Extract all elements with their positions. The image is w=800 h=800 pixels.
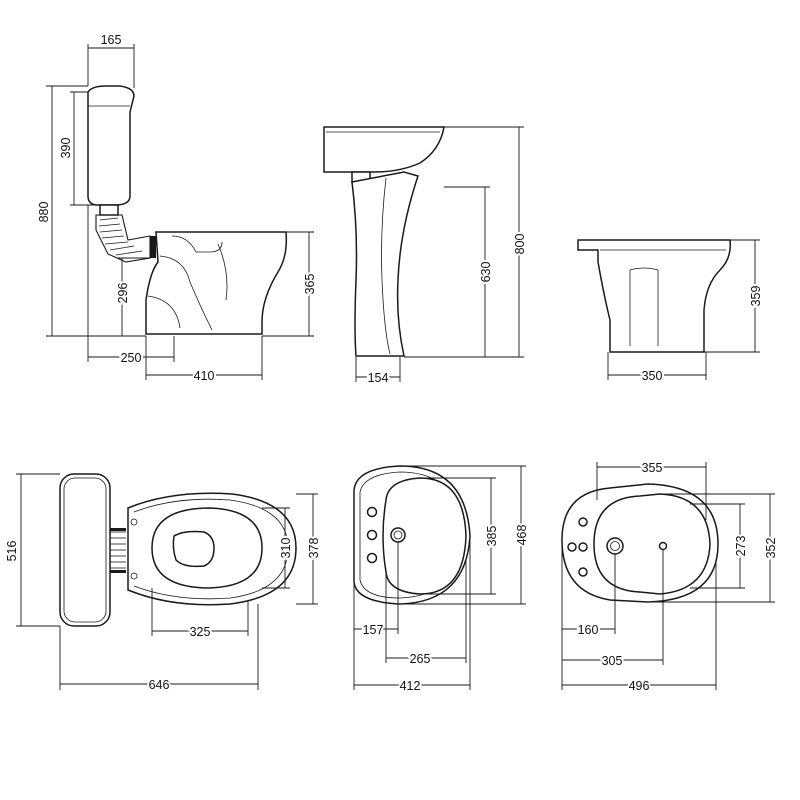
bidet-drain	[606, 537, 624, 555]
toilet-seat-inner-length-label: 325	[190, 625, 211, 639]
toilet-bowl-length-label: 410	[194, 369, 215, 383]
toilet-total-height-label: 880	[37, 202, 51, 223]
toilet-side-view: 165 390 880 296 365 250 410	[37, 33, 319, 385]
toilet-drain-opening	[172, 530, 215, 568]
bidet-total-length-label: 496	[629, 679, 650, 693]
toilet-tank-width-label: 165	[101, 33, 122, 47]
tap-hole-bottom	[366, 552, 378, 564]
toilet-cistern	[87, 85, 135, 206]
washbasin-pedestal-depth-label: 154	[368, 371, 389, 385]
toilet-tank-height-label: 390	[59, 138, 73, 159]
bidet-body	[577, 239, 732, 353]
bidet-outer-width-label: 352	[764, 538, 778, 559]
washbasin-bowl-opening	[382, 477, 467, 595]
toilet-tank-length-label: 516	[5, 541, 19, 562]
washbasin-drain-offset-label: 157	[363, 623, 384, 637]
washbasin-rim-height-label: 630	[479, 262, 493, 283]
washbasin-total-width-label: 412	[400, 679, 421, 693]
toilet-outlet-height-label: 296	[116, 283, 130, 304]
bidet-fitting-hole-bottom	[578, 567, 588, 577]
washbasin-pedestal	[351, 171, 419, 357]
toilet-total-length-label: 646	[149, 678, 170, 692]
washbasin-total-depth-label: 468	[515, 525, 529, 546]
toilet-bowl-height-label: 365	[303, 274, 317, 295]
toilet-bowl	[145, 231, 288, 335]
bidet-drain-offset-label: 160	[578, 623, 599, 637]
washbasin-total-height-label: 800	[513, 234, 527, 255]
bidet-fitting-hole-right	[578, 542, 588, 552]
washbasin-top-view: 385 468 157 265 412	[353, 465, 531, 695]
bidet-bowl-opening	[593, 493, 711, 595]
toilet-outlet-distance-label: 250	[121, 351, 142, 365]
bidet-fitting-hole-top	[578, 517, 588, 527]
tap-hole-middle	[366, 529, 378, 541]
flush-pipe	[95, 214, 151, 263]
bidet-spray-hole	[658, 541, 668, 551]
bidet-side-view: 359 350	[577, 239, 765, 385]
toilet-tank-top	[59, 473, 111, 627]
tap-hole-top	[366, 506, 378, 518]
bidet-height-label: 359	[749, 286, 763, 307]
bidet-inner-width-label: 273	[734, 536, 748, 557]
washbasin-drain	[390, 527, 406, 543]
bidet-inner-length-label: 355	[642, 461, 663, 475]
bidet-fitting-hole-left	[567, 542, 577, 552]
washbasin-bowl	[323, 126, 445, 173]
toilet-top-view: 516 310 378 325 646	[3, 473, 323, 694]
bidet-depth-label: 350	[642, 369, 663, 383]
washbasin-side-view: 800 630 154	[323, 126, 529, 387]
toilet-seat-outer-width-label: 378	[307, 538, 321, 559]
bidet-tap-distance-label: 305	[602, 654, 623, 668]
washbasin-bowl-depth-label: 385	[485, 526, 499, 547]
toilet-seat-inner-width-label: 310	[279, 538, 293, 559]
washbasin-bowl-width-label: 265	[410, 652, 431, 666]
bidet-top-view: 355 273 352 160 305 496	[561, 459, 780, 695]
